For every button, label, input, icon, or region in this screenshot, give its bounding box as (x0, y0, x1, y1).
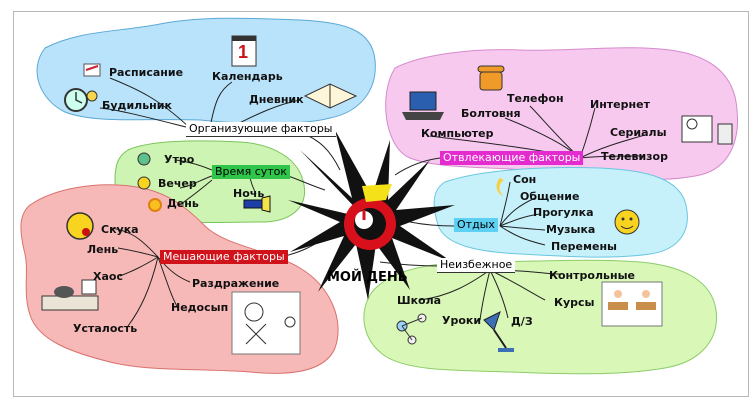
irritated-person-icon (231, 291, 301, 355)
phone-icon (477, 65, 505, 91)
tv-label: Телевизор (601, 150, 668, 163)
courses-label: Курсы (554, 296, 595, 309)
smiley-morning-icon (137, 152, 151, 166)
school-label: Школа (397, 294, 442, 307)
inevitable-blob (363, 259, 717, 375)
center-starburst (288, 130, 455, 300)
day-label: День (167, 197, 199, 210)
boredom-label: Скука (101, 223, 139, 236)
inevitable-header: Неизбежное (437, 258, 516, 273)
communication-label: Общение (520, 190, 580, 203)
flashlight-night-icon (243, 195, 271, 213)
daytime-header: Время суток (212, 165, 291, 179)
sleep-lack-label: Недосып (171, 301, 229, 314)
hindering-header: Мешающие факторы (160, 250, 288, 264)
tired-person-icon (41, 279, 99, 311)
night-label: Ночь (233, 187, 265, 200)
sun-day-icon (148, 198, 162, 212)
alarm-clock-icon (64, 88, 98, 112)
moon-sleep-icon (496, 178, 504, 196)
breaks-label: Перемены (551, 240, 617, 253)
desk-lamp-icon (483, 311, 514, 352)
lessons-label: Уроки (442, 314, 482, 327)
morning-label: Утро (164, 153, 195, 166)
boredom-smiley-icon (66, 212, 94, 240)
evening-label: Вечер (158, 177, 197, 190)
music-smiley-icon (614, 209, 640, 235)
internet-label: Интернет (590, 98, 650, 111)
irritation-label: Раздражение (192, 277, 280, 290)
computer-label: Компьютер (421, 127, 494, 140)
center-title: МОЙ ДЕНЬ (327, 270, 408, 285)
tv-watcher-icon (681, 115, 733, 145)
calendar-icon: 1 (231, 35, 257, 67)
organizing-blob (36, 17, 376, 124)
chaos-label: Хаос (93, 270, 123, 283)
diary-label: Дневник (249, 93, 304, 106)
laptop-icon (402, 91, 444, 120)
tiredness-label: Усталость (73, 322, 138, 335)
distracting-header: Отвлекающие факторы (440, 151, 584, 165)
homework-label: Д/З (511, 315, 533, 328)
smiley-evening-icon (137, 176, 151, 190)
classroom-icon (601, 281, 663, 327)
laziness-label: Лень (87, 243, 119, 256)
series-label: Сериалы (610, 126, 667, 139)
svg-text:1: 1 (238, 42, 248, 62)
organizing-header: Организующие факторы (186, 122, 336, 137)
diary-icon (303, 83, 358, 109)
chatter-label: Болтовня (461, 107, 521, 120)
phone-label: Телефон (507, 92, 564, 105)
walk-label: Прогулка (533, 206, 594, 219)
music-label: Музыка (546, 223, 596, 236)
calendar-label: Календарь (212, 70, 283, 83)
sleep-label: Сон (513, 173, 537, 186)
rest-header: Отдых (454, 218, 498, 232)
schedule-label: Расписание (109, 66, 184, 79)
tests-label: Контрольные (549, 269, 635, 282)
alarm-label: Будильник (102, 99, 172, 112)
school-molecule-icon (396, 313, 427, 345)
schedule-icon (83, 63, 101, 77)
